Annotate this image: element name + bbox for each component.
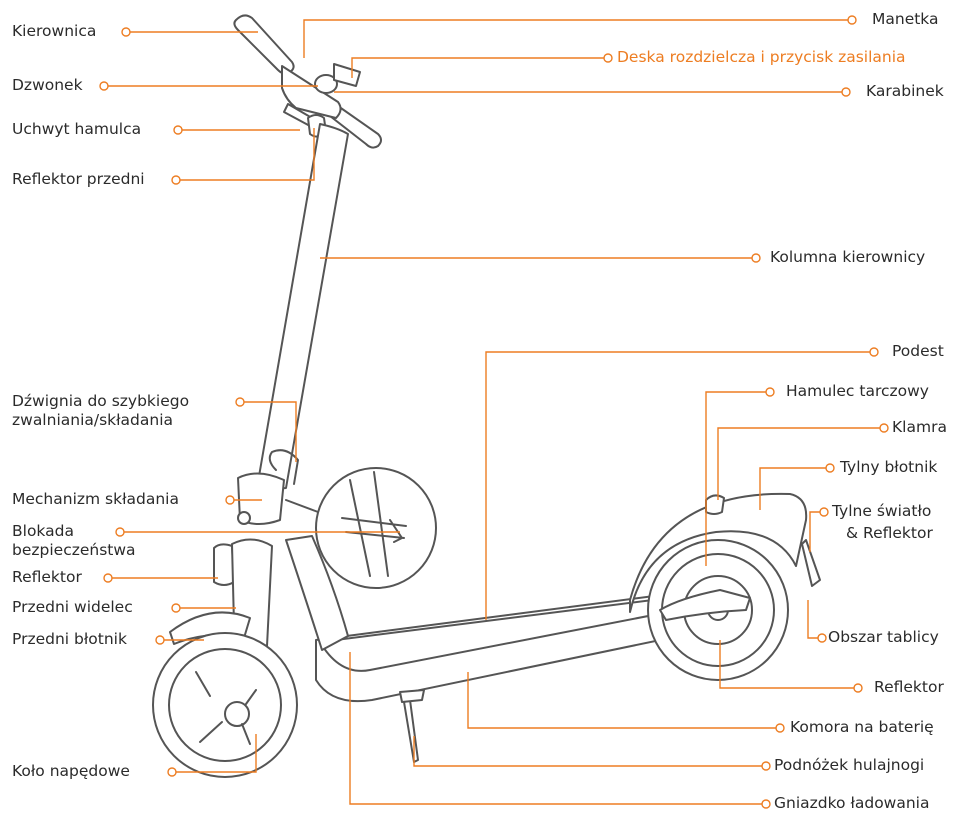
leader-podnozek	[413, 736, 762, 767]
label-dzwignia-line1: Dźwignia do szybkiego	[12, 392, 190, 410]
label-tylne-swiatlo-line1: Tylne światło	[832, 502, 932, 520]
dot-podest	[869, 347, 879, 357]
label-podnozek-hulajnogi: Podnóżek hulajnogi	[774, 756, 925, 774]
dot-karabinek	[841, 87, 851, 97]
dot-dzwignia	[235, 397, 245, 407]
leader-podest	[485, 351, 870, 620]
dot-blotnik	[155, 635, 165, 645]
dot-reflektor-r	[853, 683, 863, 693]
leader-lines	[108, 19, 880, 805]
dot-gniazdko	[761, 799, 771, 809]
front-wheel-hub	[224, 701, 250, 727]
dot-kolumna	[751, 253, 761, 263]
label-hamulec-tarczowy: Hamulec tarczowy	[786, 382, 929, 400]
rear-swingarm	[659, 589, 751, 621]
stem-shape	[257, 123, 349, 490]
label-reflektor-right: Reflektor	[874, 678, 944, 696]
left-grip-shape	[233, 14, 295, 75]
label-kierownica: Kierownica	[12, 22, 97, 40]
handlebar-center-shape	[281, 65, 342, 119]
rear-fender-shape	[629, 492, 808, 613]
label-komora-na-baterie: Komora na baterię	[790, 718, 934, 736]
dot-kierownica	[121, 27, 131, 37]
neck-shape	[285, 535, 349, 651]
dot-manetka	[847, 15, 857, 25]
front-fender-shape	[169, 611, 251, 645]
leader-end-circles	[99, 15, 889, 809]
dot-tablica	[817, 633, 827, 643]
leader-tylne-swiatlo	[809, 511, 820, 552]
front-wheel-rim	[168, 648, 282, 762]
front-light-block-shape	[213, 543, 235, 586]
dot-deska	[603, 53, 613, 63]
front-wheel-spokes	[195, 671, 257, 745]
label-deska-rozdzielcza: Deska rozdzielcza i przycisk zasilania	[617, 48, 906, 66]
leader-dzwignia	[244, 401, 297, 462]
label-reflektor-left: Reflektor	[12, 568, 82, 586]
zoom-inset-detail	[341, 471, 407, 577]
zoom-inset-circle	[315, 467, 437, 589]
right-grip-shape	[329, 105, 382, 149]
dot-widelec	[171, 603, 181, 613]
label-mechanizm-skladania: Mechanizm składania	[12, 490, 179, 508]
leader-komora	[467, 672, 776, 729]
label-kolo-napedowe: Koło napędowe	[12, 762, 130, 780]
label-dzwignia-line2: zwalniania/składania	[12, 411, 174, 429]
dot-uchwyt	[173, 125, 183, 135]
leader-tylny-blotnik	[759, 467, 826, 510]
kickstand-mount	[399, 689, 425, 703]
leader-reflektor-przedni	[180, 128, 315, 181]
dot-reflektor-przedni	[171, 175, 181, 185]
leader-tablica	[807, 600, 818, 639]
dot-podnozek	[761, 761, 771, 771]
dot-hamulec	[765, 387, 775, 397]
dot-mechanizm	[225, 495, 235, 505]
kickstand-shape	[403, 699, 419, 763]
leader-klamra	[717, 427, 880, 500]
label-kolumna-kierownicy: Kolumna kierownicy	[770, 248, 926, 266]
label-blokada-line1: Blokada	[12, 522, 74, 540]
dot-tylny-blotnik	[825, 463, 835, 473]
label-podest: Podest	[892, 342, 944, 360]
folding-lever-shape	[268, 449, 299, 485]
label-reflektor-przedni: Reflektor przedni	[12, 170, 145, 188]
label-manetka: Manetka	[872, 10, 939, 28]
dot-blokada	[115, 527, 125, 537]
label-dzwonek: Dzwonek	[12, 76, 83, 94]
label-klamra: Klamra	[892, 418, 947, 436]
leader-gniazdko	[349, 652, 762, 805]
safety-lock-knob	[237, 511, 251, 525]
label-tylne-swiatlo-line2: & Reflektor	[846, 524, 933, 542]
rear-clasp-shape	[705, 494, 725, 515]
label-uchwyt-hamulca: Uchwyt hamulca	[12, 120, 142, 138]
dot-komora	[775, 723, 785, 733]
leader-manetka	[303, 19, 848, 58]
dot-dzwonek	[99, 81, 109, 91]
dot-tylne-swiatlo	[819, 507, 829, 517]
label-gniazdko-ladowania: Gniazdko ładowania	[774, 794, 930, 812]
label-karabinek: Karabinek	[866, 82, 944, 100]
front-wheel-tire	[152, 632, 298, 778]
dot-kolo	[167, 767, 177, 777]
label-blokada-line2: bezpieczeństwa	[12, 541, 136, 559]
label-przedni-blotnik: Przedni błotnik	[12, 630, 127, 648]
leader-kolo	[176, 734, 257, 773]
leader-reflektor-r	[719, 640, 854, 689]
label-obszar-tablicy: Obszar tablicy	[828, 628, 939, 646]
bell-shape	[314, 74, 338, 94]
rear-light-shape	[801, 539, 821, 587]
label-przedni-widelec: Przedni widelec	[12, 598, 133, 616]
leader-hamulec	[705, 391, 766, 566]
label-tylny-blotnik: Tylny błotnik	[840, 458, 938, 476]
scooter-illustration	[152, 14, 821, 778]
dot-klamra	[879, 423, 889, 433]
zoom-connector-line	[285, 499, 319, 513]
dot-reflektor-l	[103, 573, 113, 583]
leader-deska	[351, 57, 604, 78]
